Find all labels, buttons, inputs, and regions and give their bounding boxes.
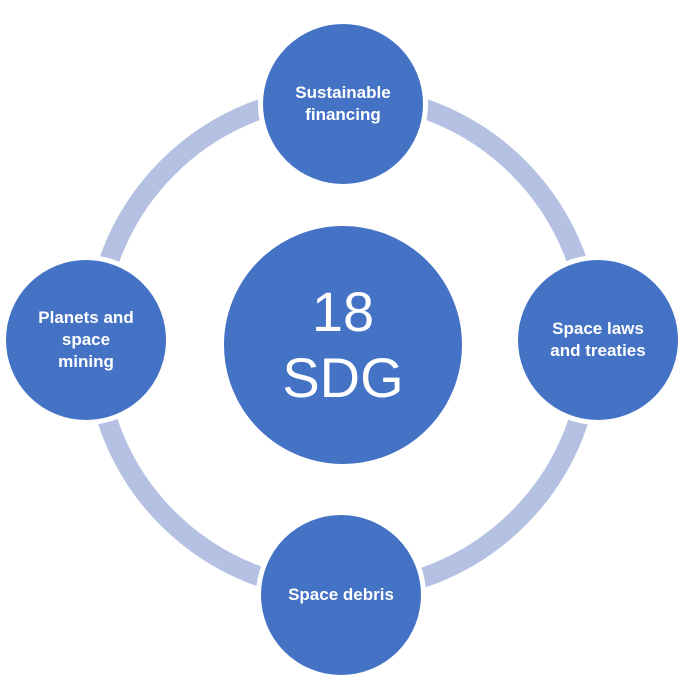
node-label-top: Sustainable financing [295,83,391,124]
center-label: 18 SDG [282,280,404,409]
node-label-right: Space laws and treaties [550,319,646,360]
node-space-laws-and-treaties: Space laws and treaties [513,255,683,425]
node-label-bottom: Space debris [288,585,394,604]
center-node: 18 SDG [219,221,467,469]
node-planets-and-space-mining: Planets and space mining [1,255,171,425]
node-space-debris: Space debris [256,510,426,680]
node-label-left: Planets and space mining [38,308,134,371]
node-sustainable-financing: Sustainable financing [258,19,428,189]
